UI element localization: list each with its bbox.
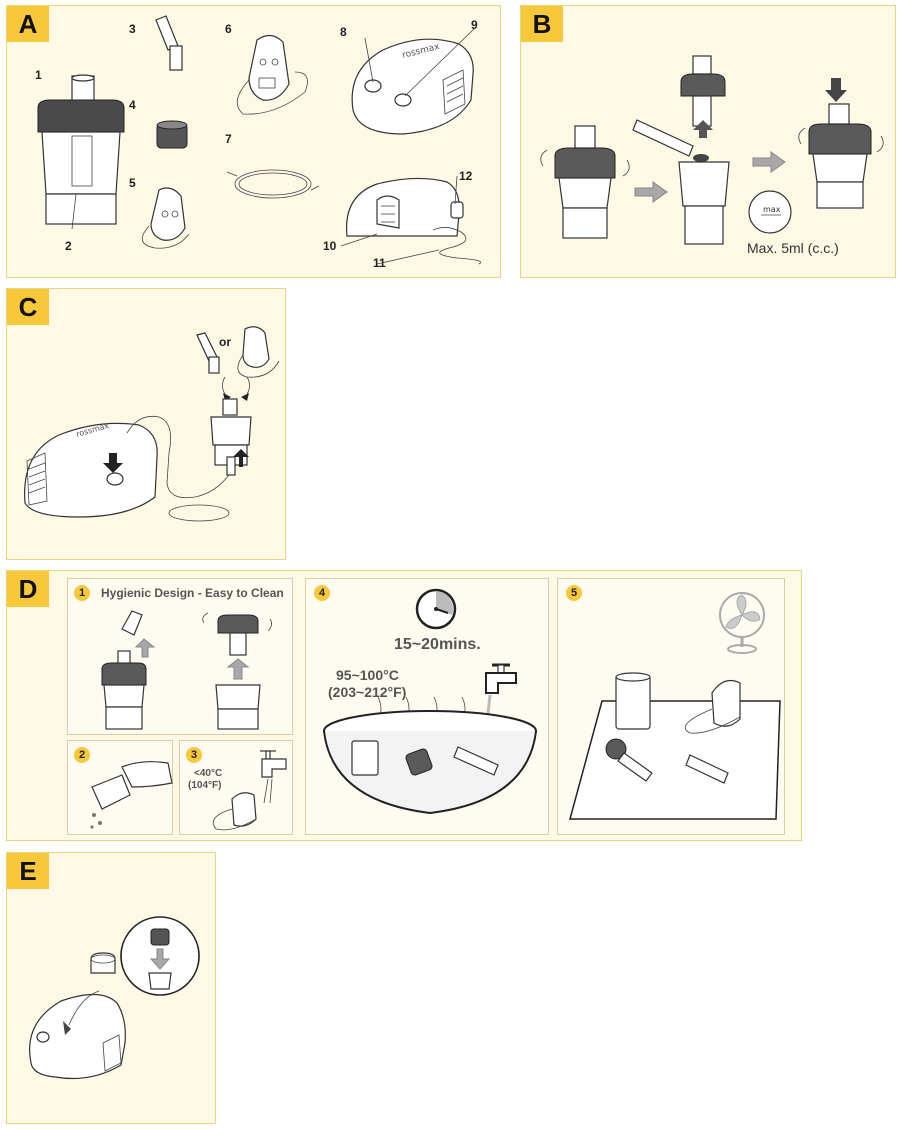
max-volume-note: Max. 5ml (c.c.)	[747, 240, 839, 256]
compressor-filter-illustration	[29, 990, 126, 1080]
mouthpiece-illustration	[155, 15, 183, 71]
compressor-illustration: rossmax	[351, 25, 478, 135]
panel-d: D 1 Hygienic Design - Easy to Clean 2	[6, 570, 802, 841]
air-tube-illustration	[226, 169, 320, 199]
panel-e-badge: E	[7, 853, 49, 889]
boiling-pot-illustration	[323, 696, 537, 815]
step-4-panel: 4 15~20mins. 95~100°C (203~212°F)	[305, 578, 549, 835]
arrow-right-grey-2	[752, 151, 786, 173]
child-mask-illustration	[141, 187, 190, 249]
max-mark-label: max	[763, 205, 781, 214]
adult-mask-illustration	[236, 34, 308, 115]
label-1: 1	[35, 68, 42, 82]
boil-duration: 15~20mins.	[394, 636, 481, 653]
drying-towel-illustration	[569, 672, 781, 820]
label-7: 7	[225, 132, 232, 146]
panel-a: A 1 2 3 4 5 6 7 8 9 10 11 12	[6, 5, 501, 278]
filter-cap-icon	[90, 952, 116, 974]
compressor-connection-illustration: rossmax	[24, 415, 249, 522]
step-5-panel: 5	[557, 578, 785, 835]
label-9: 9	[471, 18, 478, 32]
mouthpiece-option-icon	[196, 332, 220, 374]
pour-out-illustration	[90, 761, 173, 829]
arrow-right-grey-1	[634, 181, 668, 203]
nebulizer-kit-illustration	[37, 74, 125, 230]
nebulizer-twist-close-illustration	[798, 78, 884, 209]
boil-temp-c: 95~100°C	[336, 667, 399, 683]
label-12: 12	[459, 169, 473, 183]
medication-fill-illustration	[632, 55, 730, 245]
fan-icon	[719, 592, 765, 654]
step-3-temp-f: (104°F)	[188, 780, 222, 791]
panel-c: C or rossmax	[6, 288, 286, 560]
label-6: 6	[225, 22, 232, 36]
panel-a-badge: A	[7, 6, 49, 42]
disassemble-nebulizer-illustration	[202, 612, 272, 730]
label-3: 3	[129, 22, 136, 36]
max-level-detail-icon: max	[748, 190, 792, 234]
panel-d-badge: D	[7, 571, 49, 607]
nebulizer-twist-open-illustration	[540, 125, 630, 239]
panel-b: B max Max. 5ml (c.c.)	[520, 5, 896, 278]
label-8: 8	[340, 25, 347, 39]
mask-option-icon	[237, 326, 280, 378]
filter-replacement-detail-icon	[120, 916, 200, 996]
step-4-badge: 4	[314, 585, 330, 601]
panel-b-badge: B	[521, 6, 563, 42]
label-5: 5	[129, 176, 136, 190]
panel-c-badge: C	[7, 289, 49, 325]
label-10: 10	[323, 239, 337, 253]
step-5-badge: 5	[566, 585, 582, 601]
curved-arrows-down	[222, 376, 250, 401]
panel-e: E	[6, 852, 216, 1124]
label-2: 2	[65, 239, 72, 253]
or-label: or	[219, 335, 231, 349]
step-3-panel: 3 <40°C (104°F)	[179, 740, 293, 835]
step-2-panel: 2	[67, 740, 173, 835]
filter-illustration	[156, 120, 188, 149]
step-1-title: Hygienic Design - Easy to Clean	[101, 586, 284, 600]
step-1-badge: 1	[74, 585, 90, 601]
step-3-temp-c: <40°C	[194, 768, 223, 779]
step-3-badge: 3	[186, 747, 202, 763]
step-1-panel: 1 Hygienic Design - Easy to Clean	[67, 578, 293, 735]
faucet-rinse-illustration	[212, 750, 287, 831]
boil-temp-f: (203~212°F)	[328, 684, 407, 700]
clock-icon	[415, 588, 457, 630]
compressor-back-illustration	[340, 175, 482, 265]
disassemble-mouthpiece-illustration	[101, 610, 156, 730]
step-2-badge: 2	[74, 747, 90, 763]
label-4: 4	[129, 98, 136, 112]
label-11: 11	[373, 256, 386, 270]
